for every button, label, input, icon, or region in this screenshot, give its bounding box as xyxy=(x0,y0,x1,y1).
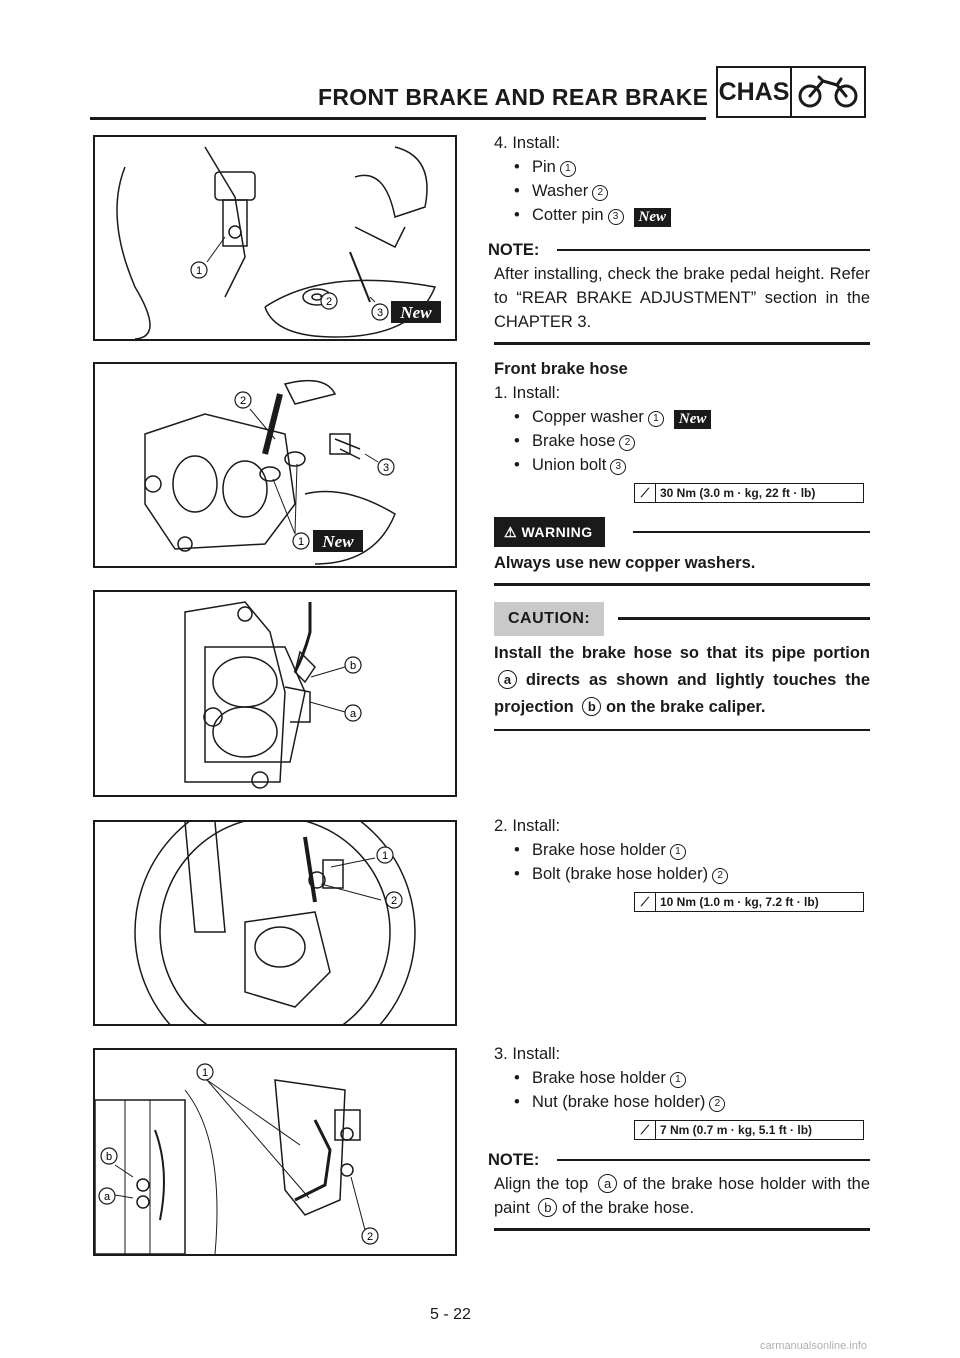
caution-text: Install the brake hose so that its pipe … xyxy=(494,643,871,716)
wrench-icon: ⟋ xyxy=(635,1121,656,1139)
note-heading: NOTE: xyxy=(488,238,870,262)
ref-letter: a xyxy=(498,669,517,689)
warning-rule xyxy=(494,583,870,586)
new-badge: New xyxy=(673,410,712,429)
figure-brake-hose-holder: 1 2 xyxy=(93,820,457,1026)
section-heading: Front brake hose xyxy=(494,360,628,378)
figure-label: 2 xyxy=(240,395,246,407)
figure-label: 2 xyxy=(326,296,332,308)
ref-number: 2 xyxy=(619,435,636,451)
warning-triangle-icon: ⚠ xyxy=(504,524,518,540)
figure-brake-caliper: b a xyxy=(93,590,457,797)
ref-letter: b xyxy=(538,1198,558,1217)
note-heading: NOTE: xyxy=(488,1148,870,1172)
new-badge: New xyxy=(633,208,672,227)
figure-label: 1 xyxy=(298,536,304,548)
ref-number: 1 xyxy=(669,844,686,860)
torque-spec: ⟋7 Nm (0.7 m · kg, 5.1 ft · lb) xyxy=(634,1120,864,1140)
ref-number: 2 xyxy=(709,1096,726,1112)
figure-front-brake-hose: 2 3 1 New xyxy=(93,362,457,568)
ref-letter: a xyxy=(598,1174,618,1193)
motorcycle-icon xyxy=(798,75,858,108)
wrench-icon: ⟋ xyxy=(635,484,656,502)
page-number: 5 - 22 xyxy=(430,1306,471,1323)
ref-number: 3 xyxy=(610,459,627,475)
ref-number: 2 xyxy=(712,868,729,884)
warning-text: Always use new copper washers. xyxy=(494,554,756,572)
note-rule xyxy=(494,342,870,345)
list-item: Nut (brake hose holder)2 xyxy=(494,1090,870,1114)
figure-label: a xyxy=(350,708,357,720)
figure-label: 3 xyxy=(383,462,389,474)
section-tab: CHAS xyxy=(716,66,866,118)
list-item: Bolt (brake hose holder)2 xyxy=(494,862,870,886)
torque-spec: ⟋10 Nm (1.0 m · kg, 7.2 ft · lb) xyxy=(634,892,864,912)
step-heading: 4. Install: xyxy=(494,134,561,152)
note-rule xyxy=(494,1228,870,1231)
figure-label: 2 xyxy=(391,895,397,907)
caution-badge: CAUTION: xyxy=(494,601,605,636)
figure-brake-hose-holder-nut: 1 b a 2 xyxy=(93,1048,457,1256)
watermark: carmanualsonline.info xyxy=(760,1340,868,1352)
ref-number: 1 xyxy=(559,161,576,177)
step-heading: 2. Install: xyxy=(494,817,561,835)
ref-number: 2 xyxy=(592,185,609,201)
figure-label: 1 xyxy=(382,850,388,862)
caution-heading: CAUTION: xyxy=(494,601,870,636)
ref-number: 3 xyxy=(607,209,624,225)
note-text: After installing, check the brake pedal … xyxy=(494,265,870,331)
torque-spec: ⟋30 Nm (3.0 m · kg, 22 ft · lb) xyxy=(634,483,864,503)
new-badge: New xyxy=(399,303,432,322)
step-heading: 1. Install: xyxy=(494,384,561,402)
figure-pin-washer-cotter: 1 2 3 New xyxy=(93,135,457,341)
ref-letter: b xyxy=(582,696,602,716)
step-heading: 3. Install: xyxy=(494,1045,561,1063)
note-text: Align the top a of the brake hose holder… xyxy=(494,1174,871,1217)
warning-heading: ⚠ WARNING xyxy=(494,517,870,547)
figure-label: a xyxy=(104,1191,111,1203)
ref-number: 1 xyxy=(669,1072,686,1088)
page-title: FRONT BRAKE AND REAR BRAKE xyxy=(318,84,709,110)
figure-label: b xyxy=(106,1151,112,1163)
section-code: CHAS xyxy=(718,77,790,106)
figure-label: 1 xyxy=(202,1067,208,1079)
warning-badge: ⚠ WARNING xyxy=(494,517,605,547)
figure-label: 3 xyxy=(377,307,383,319)
figure-label: 2 xyxy=(367,1231,373,1243)
caution-rule xyxy=(494,728,870,731)
block-front-brake-hose: Front brake hose 1. Install: Copper wash… xyxy=(494,357,870,731)
ref-number: 1 xyxy=(647,411,664,427)
header-rule xyxy=(90,117,706,120)
new-badge: New xyxy=(321,532,354,551)
wrench-icon: ⟋ xyxy=(635,893,656,911)
figure-label: 1 xyxy=(196,265,202,277)
figure-label: b xyxy=(350,660,356,672)
